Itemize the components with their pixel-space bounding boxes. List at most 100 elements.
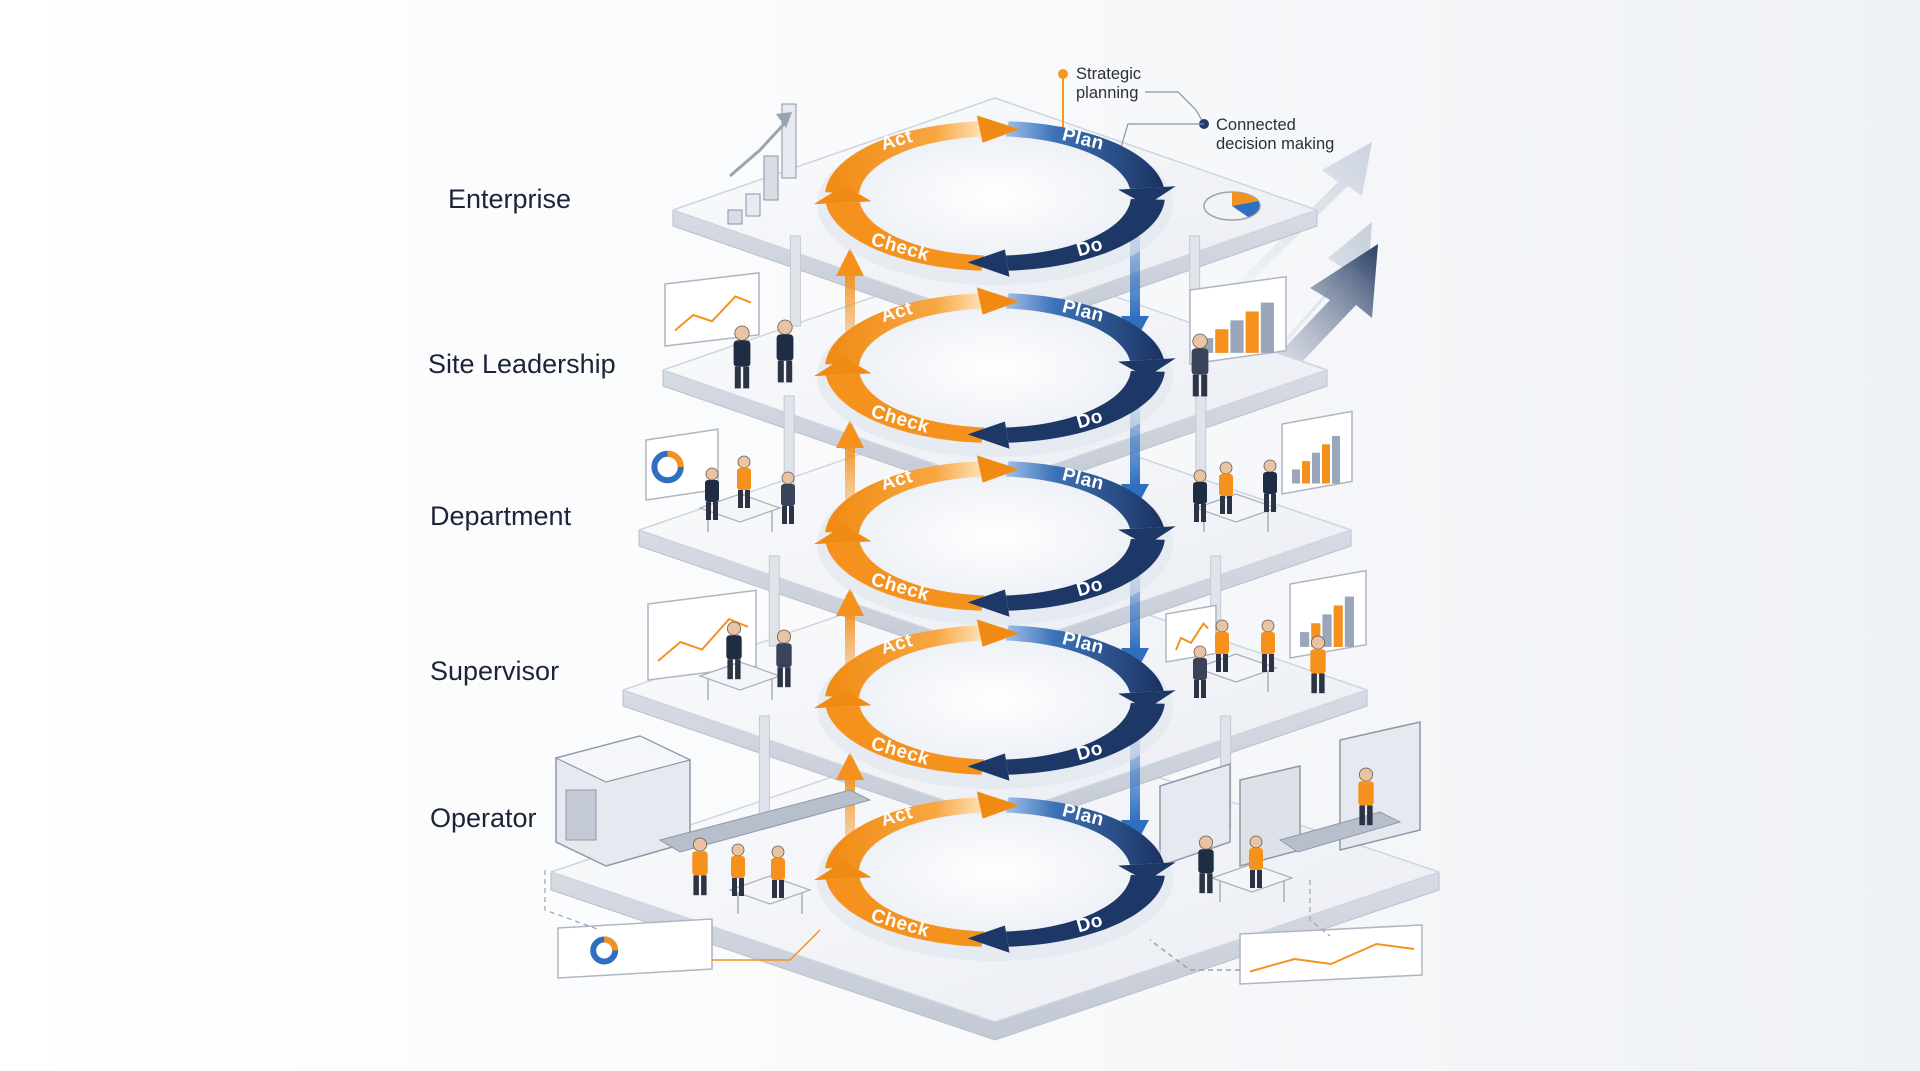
person-figure	[1219, 461, 1233, 514]
dashboard-panel	[664, 271, 760, 347]
trend-arrow	[729, 122, 786, 178]
arrowhead-do	[967, 925, 1010, 953]
arrowhead-act	[976, 455, 1020, 483]
dashboard-panel	[1289, 569, 1367, 659]
level-label-site-leadership: Site Leadership	[428, 349, 616, 379]
supervisor-scene	[647, 569, 1367, 700]
arrowhead-act	[976, 619, 1020, 647]
dashboard-panel	[645, 428, 719, 501]
arrowhead-act	[976, 791, 1020, 819]
arrowhead-check	[813, 185, 872, 205]
person-figure	[1193, 645, 1207, 698]
connector-line	[1149, 939, 1240, 971]
segment-act	[825, 121, 982, 193]
callout-strategic-line1: Strategic	[1076, 65, 1142, 83]
bar-block	[763, 155, 779, 201]
dashboard-panel	[1165, 604, 1217, 663]
bar-block	[745, 193, 761, 217]
arrowhead-act	[976, 115, 1020, 143]
arrowhead-do	[967, 421, 1010, 449]
segment-check	[825, 374, 985, 443]
segment-check	[825, 202, 985, 271]
bar-block	[727, 209, 743, 225]
callout-connected-line2: decision making	[1216, 135, 1335, 153]
person-figure	[1249, 835, 1263, 888]
up-arrow-shaft	[845, 268, 855, 342]
down-arrow-shaft	[1130, 740, 1140, 822]
up-arrow-head	[836, 248, 864, 276]
segment-plan	[1005, 461, 1164, 529]
callout-leaders	[1058, 69, 1209, 151]
callout-connected-decision-making: Connected decision making	[1216, 116, 1334, 154]
arrowhead-do	[967, 249, 1010, 277]
connector-line	[712, 929, 821, 961]
level-label-department: Department	[430, 501, 572, 531]
arrowhead-do	[967, 753, 1010, 781]
operator-scene	[544, 721, 1423, 985]
segment-act	[825, 797, 982, 869]
up-arrow-shaft	[845, 772, 855, 846]
arrowhead-plan	[1118, 186, 1176, 206]
arrowhead-check	[813, 689, 872, 709]
arrowhead-check	[813, 525, 872, 545]
callout-strategic-line2: planning	[1076, 84, 1139, 102]
person-figure	[733, 325, 751, 389]
person-figure	[1191, 333, 1209, 397]
segment-act	[825, 293, 982, 365]
person-figure	[1263, 459, 1277, 512]
arrowhead-act	[976, 287, 1020, 315]
callout-connected-line1: Connected	[1216, 116, 1296, 134]
arrowhead-plan	[1118, 862, 1176, 882]
segment-plan	[1005, 293, 1164, 361]
arrowhead-plan	[1118, 526, 1176, 546]
down-arrow-shaft	[1130, 236, 1140, 318]
level-label-enterprise: Enterprise	[448, 184, 572, 214]
callout-strategic-dot	[1058, 69, 1068, 79]
down-arrow-shaft	[1130, 576, 1140, 650]
down-arrow-shaft	[1130, 408, 1140, 486]
segment-do	[1005, 199, 1165, 271]
department-scene	[645, 410, 1353, 532]
segment-do	[1005, 703, 1165, 775]
scene-illustrations	[544, 103, 1423, 985]
site-leadership-scene	[664, 271, 1287, 397]
arrowhead-check	[813, 357, 872, 377]
segment-do	[1005, 539, 1165, 611]
person-figure	[705, 467, 719, 520]
level-label-supervisor: Supervisor	[430, 656, 560, 686]
conveyor	[658, 789, 872, 853]
segment-do	[1005, 875, 1165, 947]
person-figure	[781, 471, 795, 524]
segment-act	[825, 625, 982, 697]
person-figure	[726, 621, 742, 680]
enterprise-scene	[727, 103, 1261, 225]
person-figure	[1310, 635, 1326, 694]
segment-act	[825, 461, 982, 533]
dashboard-panel	[1189, 275, 1287, 365]
person-figure	[692, 837, 708, 896]
arrowhead-plan	[1118, 690, 1176, 710]
person-figure	[1261, 619, 1275, 672]
person-figure	[1358, 767, 1374, 826]
person-figure	[776, 629, 792, 688]
arrowhead-do	[967, 589, 1010, 617]
pdca-rings: PlanDoCheckActPlanDoCheckActPlanDoCheckA…	[813, 115, 1176, 961]
level-label-operator: Operator	[430, 803, 537, 833]
dashboard-panel	[1281, 410, 1353, 495]
segment-check	[825, 706, 985, 775]
callout-strategic-planning: Strategic planning	[1076, 65, 1141, 103]
segment-do	[1005, 371, 1165, 443]
person-figure	[771, 845, 785, 898]
person-figure	[776, 319, 794, 383]
connector-line	[1309, 880, 1331, 937]
dashboard-panel	[557, 918, 713, 979]
desk	[728, 875, 812, 905]
segment-check	[825, 542, 985, 611]
arrowhead-check	[813, 861, 872, 881]
person-figure	[1198, 835, 1214, 894]
